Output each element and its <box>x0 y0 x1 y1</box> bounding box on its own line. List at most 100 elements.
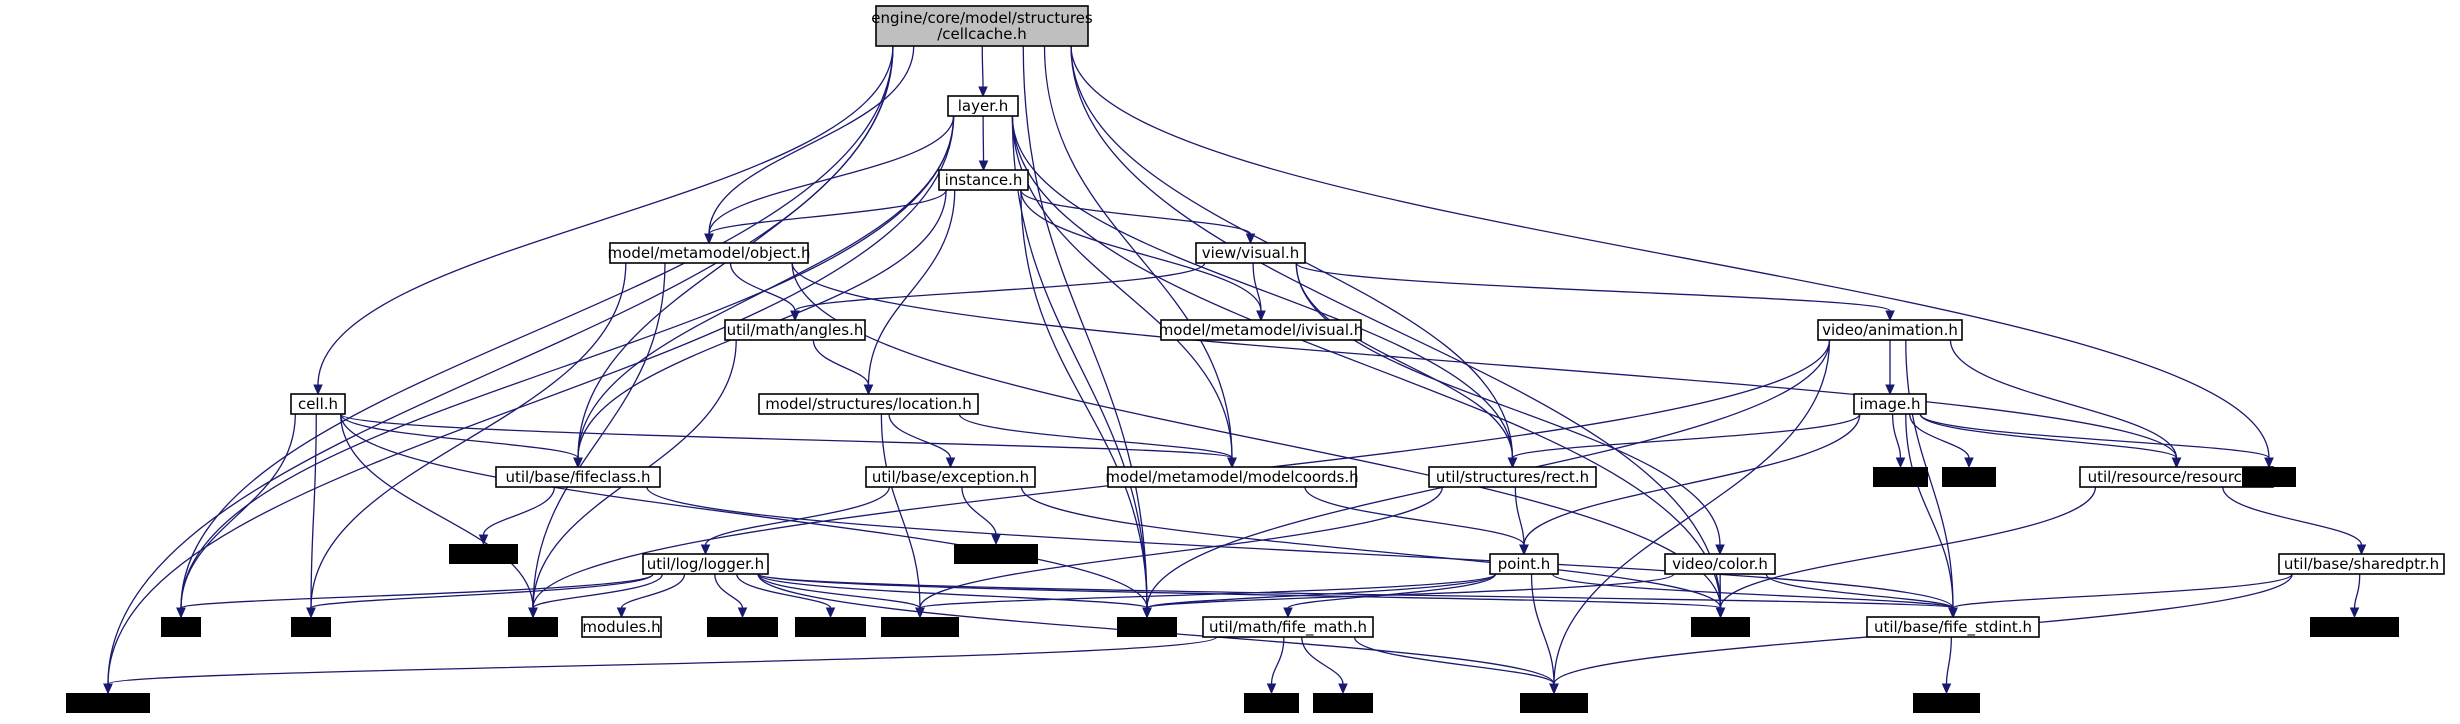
node-box <box>954 544 1038 564</box>
edge-logger-to-vector <box>757 573 1152 619</box>
node-rect[interactable]: util/structures/rect.h <box>1428 466 1597 488</box>
edge-animation-to-resource <box>1949 339 2182 469</box>
edge-instance-to-location <box>863 189 956 396</box>
node-logger[interactable]: util/log/logger.h <box>642 553 769 575</box>
edge-visual-to-animation <box>1295 262 1895 322</box>
arrowhead <box>978 160 989 172</box>
node-sharedptr[interactable]: util/base/sharedptr.h <box>2278 553 2445 575</box>
arrowhead <box>1142 607 1152 619</box>
node-object[interactable]: model/metamodel/object.h <box>608 242 811 264</box>
node-cellcache[interactable]: engine/core/model/structures/cellcache.h <box>871 5 1093 47</box>
node-label: image.h <box>1860 395 1921 413</box>
node-angles[interactable]: util/math/angles.h <box>724 319 866 341</box>
edge-fifeclass-to-fife_stdint <box>646 486 1958 619</box>
node-ivisual[interactable]: model/metamodel/ivisual.h <box>1159 319 1364 341</box>
edge-location-to-modelcoords <box>958 413 1237 469</box>
nodes-layer: engine/core/model/structures/cellcache.h… <box>66 5 2445 713</box>
node-label: util/log/logger.h <box>647 555 764 573</box>
arrowhead <box>700 544 711 556</box>
node-fife_math[interactable]: util/math/fife_math.h <box>1202 616 1374 638</box>
node-iostream: iostream <box>881 617 959 637</box>
node-label: model/metamodel/object.h <box>608 244 811 262</box>
arrowhead <box>1964 457 1974 469</box>
arrowhead <box>1227 457 1237 469</box>
node-set: set <box>161 617 201 637</box>
edge-layer-to-object <box>704 115 955 245</box>
node-cell[interactable]: cell.h <box>290 393 346 415</box>
arrowhead <box>1519 544 1529 556</box>
node-label: set <box>170 618 193 636</box>
node-color[interactable]: video/color.h <box>1664 553 1776 575</box>
node-exception[interactable]: util/base/exception.h <box>865 466 1036 488</box>
node-box <box>881 617 959 637</box>
arrowhead <box>528 607 538 619</box>
arrowhead <box>573 457 583 469</box>
node-modules[interactable]: modules.h <box>581 616 662 638</box>
edge-instance-to-vector <box>1020 189 1152 619</box>
node-fife_stdint[interactable]: util/base/fife_stdint.h <box>1866 616 2040 638</box>
node-box <box>795 617 866 637</box>
edge-image-to-rect <box>1507 413 1861 469</box>
node-animation[interactable]: video/animation.h <box>1817 319 1963 341</box>
node-functional: functional <box>2310 617 2399 637</box>
edge-color-to-string <box>1715 573 1726 619</box>
node-label: util/math/angles.h <box>727 321 864 339</box>
node-label: view/visual.h <box>1202 244 1300 262</box>
node-label: modules.h <box>582 618 660 636</box>
node-box <box>449 544 518 564</box>
edge-visual-to-angles <box>790 262 1206 322</box>
node-label: sstream <box>800 618 860 636</box>
edge-modelcoords-to-point <box>1304 486 1529 556</box>
arrowhead <box>704 233 714 245</box>
node-label: map <box>516 618 549 636</box>
node-label: /cellcache.h <box>937 25 1027 43</box>
node-location[interactable]: model/structures/location.h <box>758 393 979 415</box>
edge-cellcache-to-layer <box>978 45 988 98</box>
arrowhead <box>2171 457 2182 469</box>
node-box <box>1942 467 1996 487</box>
node-modelcoords[interactable]: model/metamodel/modelcoords.h <box>1105 466 1359 488</box>
node-iomanip: iomanip <box>707 617 778 637</box>
edge-fife_stdint-to-stdint <box>1941 636 1953 695</box>
node-string: string <box>1691 617 1750 637</box>
node-label: cassert <box>1527 694 1581 712</box>
node-box <box>865 466 1036 488</box>
node-box <box>1873 467 1928 487</box>
node-instance[interactable]: instance.h <box>938 169 1029 191</box>
edge-fife_math-to-cmath <box>1301 636 1348 695</box>
arrowhead <box>1245 233 1256 245</box>
arrowhead <box>306 607 316 619</box>
edge-exception-to-logger <box>700 486 890 556</box>
node-label: string <box>1699 618 1742 636</box>
arrowhead <box>2356 544 2367 556</box>
edge-rect-to-point <box>1514 486 1529 556</box>
edge-instance-to-visual <box>1020 189 1256 245</box>
node-point[interactable]: point.h <box>1489 553 1559 575</box>
node-label: SDL.h <box>1879 468 1923 486</box>
edge-instance-to-object <box>704 189 947 245</box>
node-list: list <box>291 617 331 637</box>
node-box <box>1866 616 2040 638</box>
node-label: layer.h <box>958 97 1009 115</box>
node-label: list <box>300 618 322 636</box>
node-image[interactable]: image.h <box>1853 393 1927 415</box>
arrowhead <box>978 86 988 98</box>
node-box <box>758 393 979 415</box>
node-box <box>508 617 558 637</box>
node-resource[interactable]: util/resource/resource.h <box>2079 466 2274 488</box>
node-fifeclass[interactable]: util/base/fifeclass.h <box>495 466 661 488</box>
node-label: limits <box>1251 694 1292 712</box>
edge-object-to-string <box>791 262 1726 619</box>
node-box <box>1202 616 1374 638</box>
node-cstddef: cstddef <box>449 544 518 564</box>
edge-animation-to-image <box>1885 339 1895 396</box>
node-label: stdint.h <box>1918 694 1975 712</box>
node-visual[interactable]: view/visual.h <box>1195 242 1306 264</box>
edge-location-to-exception <box>888 413 956 469</box>
node-box <box>1195 242 1306 264</box>
node-box <box>1853 393 1927 415</box>
edge-animation-to-cassert <box>1549 339 1831 695</box>
node-layer[interactable]: layer.h <box>947 95 1019 117</box>
edge-logger-to-modules <box>616 573 686 619</box>
